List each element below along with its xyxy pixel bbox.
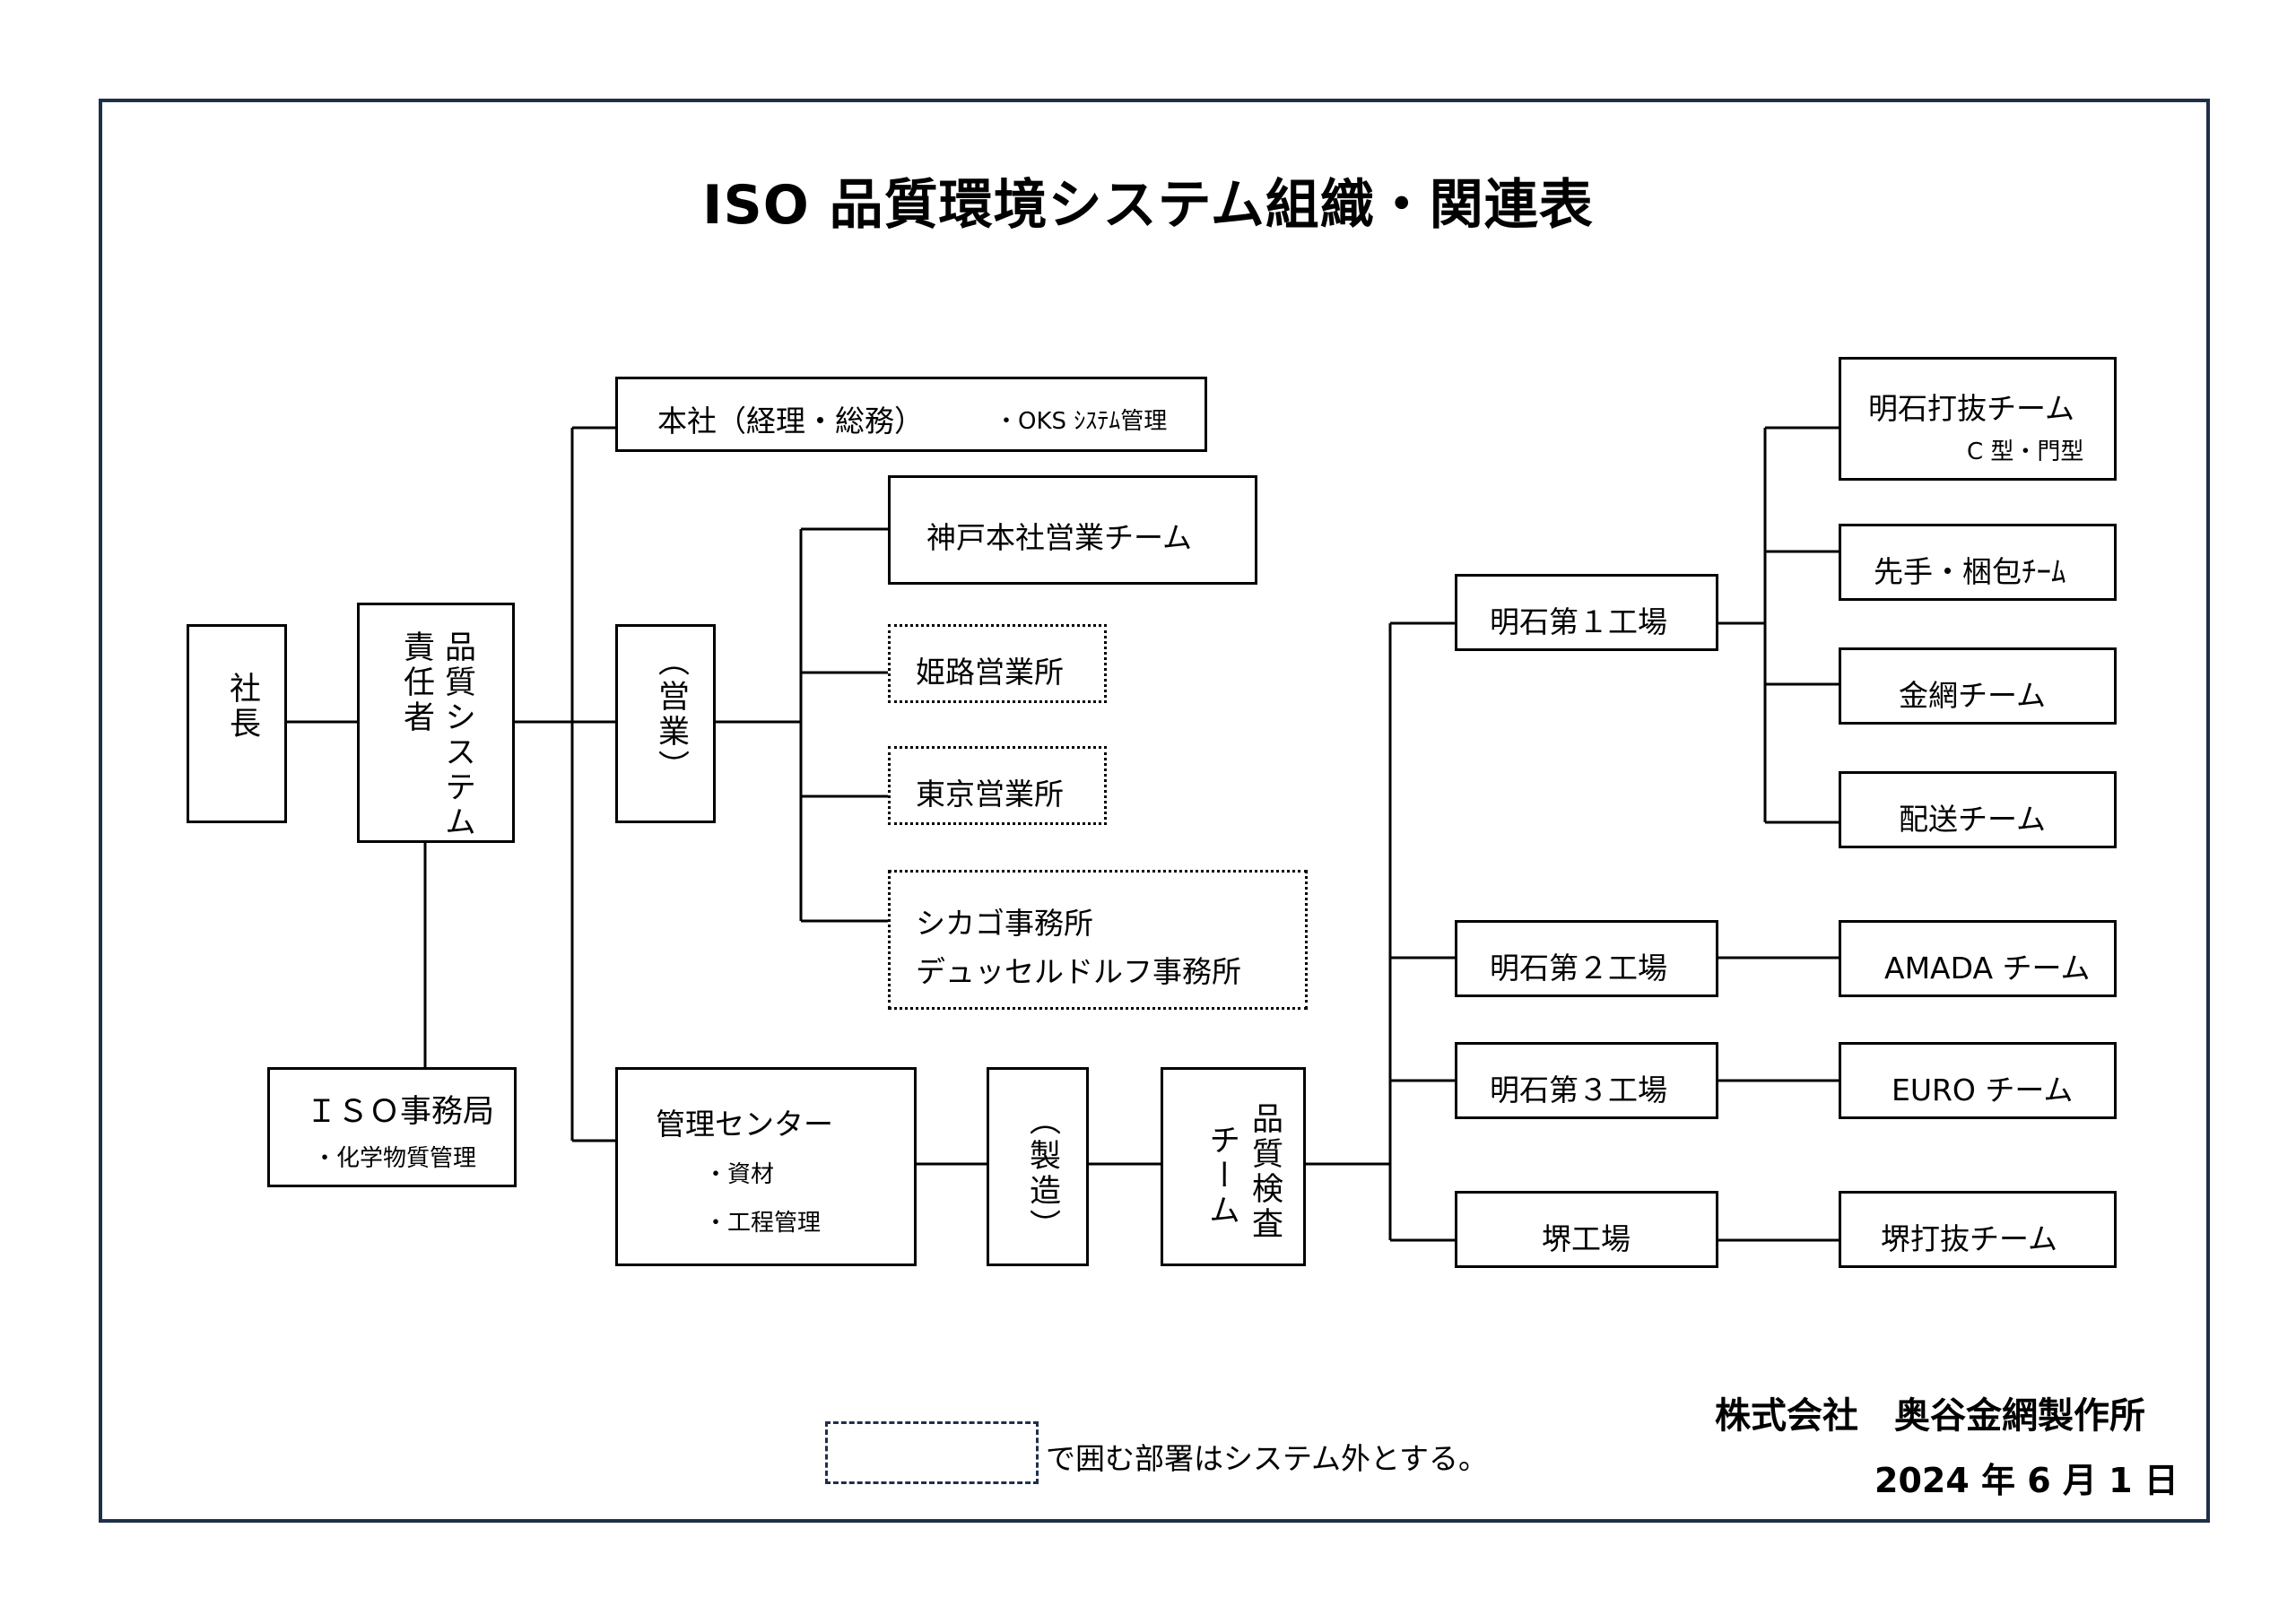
himeji-office-label: 姫路営業所 [916, 655, 1064, 690]
sakai-factory-label: 堺工場 [1542, 1221, 1631, 1256]
manufacturing-label: （製造） [1024, 1104, 1060, 1244]
tokyo-office-label: 東京営業所 [916, 777, 1064, 812]
amada-team-box: AMADA チーム [1839, 920, 2117, 997]
akashi-factory-2-label: 明石第２工場 [1490, 951, 1667, 986]
iso-office-box: ＩＳＯ事務局 ・化学物質管理 [267, 1067, 517, 1187]
akashi-punch-team-label: 明石打抜チーム [1868, 391, 2075, 426]
company-name: 株式会社 奥谷金網製作所 [1715, 1395, 2145, 1437]
page-frame [99, 99, 2210, 1523]
legend-dashed-sample [825, 1421, 1039, 1484]
delivery-team-label: 配送チーム [1899, 802, 2047, 837]
sales-box: （営業） [615, 624, 716, 823]
euro-team-box: EURO チーム [1839, 1042, 2117, 1119]
inspection-line2: チーム [1204, 1124, 1239, 1229]
manufacturing-box: （製造） [987, 1067, 1089, 1266]
document-date: 2024 年 6 月 1 日 [1874, 1461, 2179, 1500]
sakai-punch-team-box: 堺打抜チーム [1839, 1191, 2117, 1268]
legend-text: で囲む部署はシステム外とする。 [1046, 1441, 1489, 1476]
packing-team-box: 先手・梱包ﾁｰﾑ [1839, 524, 2117, 601]
honsha-box: 本社（経理・総務） ・OKS ｼｽﾃﾑ管理 [615, 377, 1207, 452]
control-center-name: 管理センター [656, 1107, 833, 1142]
dusseldorf-office-label: デュッセルドルフ事務所 [916, 954, 1241, 989]
honsha-name: 本社（経理・総務） [657, 404, 924, 439]
page-title: ISO 品質環境システム組織・関連表 [702, 174, 1594, 237]
wire-mesh-team-box: 金網チーム [1839, 647, 2117, 725]
control-center-item-process: ・工程管理 [704, 1210, 822, 1237]
kobe-sales-box: 神戸本社営業チーム [888, 475, 1257, 585]
tokyo-office-box: 東京営業所 [888, 746, 1107, 825]
president-box: 社長 [187, 624, 287, 823]
qms-manager-line1: 品質システム [439, 630, 475, 840]
control-center-box: 管理センター ・資材 ・工程管理 [615, 1067, 917, 1266]
himeji-office-box: 姫路営業所 [888, 624, 1107, 703]
delivery-team-box: 配送チーム [1839, 771, 2117, 848]
inspection-line1: 品質検査 [1247, 1102, 1283, 1242]
akashi-punch-team-sub: C 型・門型 [1967, 439, 2084, 465]
akashi-factory-2-box: 明石第２工場 [1455, 920, 1718, 997]
qms-manager-line2: 責任者 [398, 630, 434, 735]
akashi-factory-1-box: 明石第１工場 [1455, 574, 1718, 651]
sakai-punch-team-label: 堺打抜チーム [1881, 1221, 2058, 1256]
control-center-item-materials: ・資材 [704, 1161, 775, 1188]
akashi-factory-1-label: 明石第１工場 [1490, 604, 1667, 639]
akashi-punch-team-box: 明石打抜チーム C 型・門型 [1839, 357, 2117, 481]
honsha-sub: ・OKS ｼｽﾃﾑ管理 [995, 408, 1168, 435]
chicago-office-label: シカゴ事務所 [916, 906, 1093, 941]
sales-label: （営業） [653, 645, 689, 785]
akashi-factory-3-label: 明石第３工場 [1490, 1073, 1667, 1107]
sakai-factory-box: 堺工場 [1455, 1191, 1718, 1268]
iso-office-name: ＩＳＯ事務局 [306, 1094, 495, 1130]
president-label: 社長 [224, 672, 260, 742]
packing-team-label: 先手・梱包ﾁｰﾑ [1874, 554, 2066, 589]
wire-mesh-team-label: 金網チーム [1899, 678, 2047, 713]
qms-manager-box: 品質システム 責任者 [357, 603, 515, 843]
overseas-offices-box: シカゴ事務所 デュッセルドルフ事務所 [888, 870, 1308, 1010]
iso-office-sub: ・化学物質管理 [313, 1145, 477, 1172]
inspection-team-box: 品質検査 チーム [1161, 1067, 1306, 1266]
amada-team-label: AMADA チーム [1884, 951, 2091, 986]
kobe-sales-label: 神戸本社営業チーム [926, 520, 1193, 555]
akashi-factory-3-box: 明石第３工場 [1455, 1042, 1718, 1119]
euro-team-label: EURO チーム [1892, 1073, 2074, 1107]
